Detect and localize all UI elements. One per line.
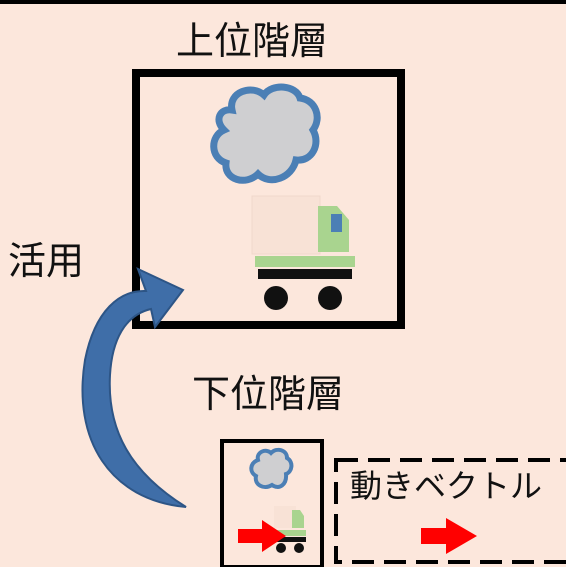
use-arrow <box>81 267 187 508</box>
top-border <box>0 0 566 4</box>
lower-layer-frame <box>220 439 324 567</box>
lower-layer-label: 下位階層 <box>192 372 345 416</box>
upper-layer-frame <box>132 69 405 329</box>
motion-vector-arrow <box>421 518 477 554</box>
lower-truck <box>274 506 306 553</box>
use-label: 活用 <box>8 239 85 283</box>
upper-cloud <box>210 83 321 184</box>
upper-truck <box>251 195 355 310</box>
lower-cloud <box>249 447 294 489</box>
upper-layer-label: 上位階層 <box>176 19 329 63</box>
lower-motion-arrow <box>238 520 286 552</box>
motion-vector-label: 動きベクトル <box>350 467 543 505</box>
motion-vector-frame <box>334 458 566 564</box>
